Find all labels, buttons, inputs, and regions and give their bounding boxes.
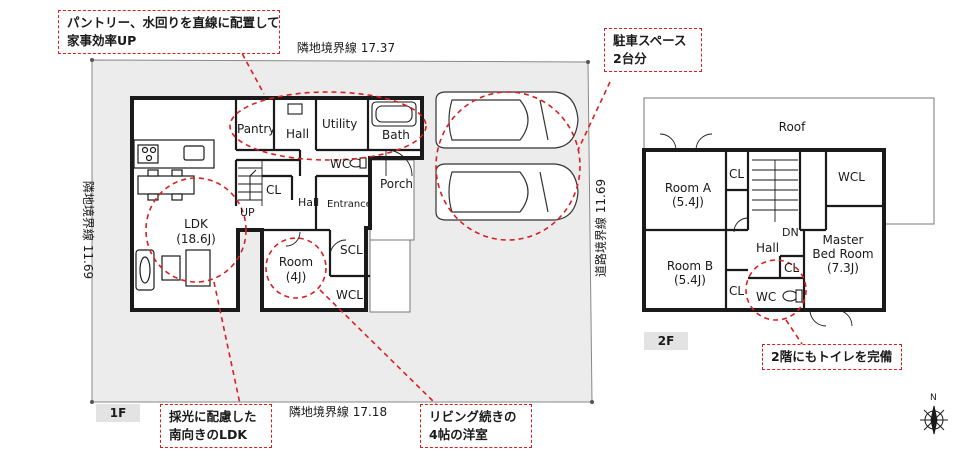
annotation-parking-line1: 駐車スペース bbox=[613, 33, 687, 48]
room-room-size: (4J) bbox=[286, 270, 307, 284]
room-wc-2f: WC bbox=[756, 290, 776, 304]
car-top bbox=[435, 91, 579, 149]
room-cl-hall: CL bbox=[784, 261, 799, 275]
room-hall-2f: Hall bbox=[756, 241, 779, 255]
room-cl-b: CL bbox=[729, 284, 744, 298]
room-room: Room bbox=[279, 255, 313, 269]
stairs-1f bbox=[238, 160, 263, 206]
boundary-bottom-label: 隣地境界線 17.18 bbox=[289, 404, 387, 419]
room-entrance: Entrance bbox=[327, 199, 372, 210]
car-bottom bbox=[435, 163, 579, 221]
boundary-top-label: 隣地境界線 17.37 bbox=[297, 40, 395, 55]
annotation-parking-line2: 2台分 bbox=[613, 51, 647, 66]
annotation-room-line2: 4帖の洋室 bbox=[429, 427, 488, 442]
annotation-toilet-line: 2階にもトイレを完備 bbox=[771, 349, 893, 364]
floor-tag-1f: 1F bbox=[96, 404, 140, 422]
annotation-toilet: 2階にもトイレを完備 bbox=[762, 344, 902, 370]
walls-1f bbox=[234, 98, 422, 278]
room-porch: Porch bbox=[380, 177, 413, 191]
highlight-kitchen bbox=[229, 91, 427, 161]
room-hall-mid: Hall bbox=[298, 196, 319, 209]
room-ldk-size: (18.6J) bbox=[176, 232, 216, 246]
annotation-ldk: 採光に配慮した 南向きのLDK bbox=[160, 404, 272, 448]
annotation-parking: 駐車スペース 2台分 bbox=[604, 28, 702, 72]
room-b: Room B bbox=[667, 259, 713, 273]
highlight-toilet bbox=[745, 259, 807, 321]
roof-label: Roof bbox=[779, 120, 806, 134]
annotation-room: リビング続きの 4帖の洋室 bbox=[420, 404, 532, 448]
stair-dn-label: DN bbox=[782, 226, 799, 239]
highlight-marks bbox=[145, 45, 807, 405]
kitchen-fixtures bbox=[133, 139, 215, 291]
boundary-right-label: 道路境界線 11.69 bbox=[593, 179, 608, 277]
annotation-kitchen-line1: パントリー、水回りを直線に配置して bbox=[67, 15, 280, 30]
room-master-size: (7.3J) bbox=[827, 261, 859, 275]
annotation-room-line1: リビング続きの bbox=[429, 409, 517, 424]
walls-2f bbox=[644, 150, 884, 310]
room-cl-1f: CL bbox=[266, 183, 281, 197]
room-ldk: LDK bbox=[184, 217, 209, 231]
doors-1f bbox=[285, 149, 413, 257]
room-bath: Bath bbox=[382, 128, 410, 142]
doors-2f bbox=[659, 133, 853, 327]
compass-north: N bbox=[930, 393, 937, 403]
room-utility: Utility bbox=[322, 117, 357, 131]
highlight-room bbox=[265, 237, 327, 299]
room-hall-top: Hall bbox=[286, 127, 309, 141]
room-wc-1f: WC bbox=[330, 157, 350, 171]
room-cl-a: CL bbox=[729, 167, 744, 181]
house-2f-outline bbox=[642, 148, 886, 312]
porch-outline bbox=[369, 239, 411, 313]
toilet-2f bbox=[782, 289, 803, 303]
compass-icon bbox=[920, 405, 948, 435]
room-scl: SCL bbox=[340, 243, 363, 257]
room-wcl-1f: WCL bbox=[336, 288, 363, 302]
room-b-size: (5.4J) bbox=[674, 273, 706, 287]
stair-up-label: UP bbox=[240, 206, 255, 219]
highlight-parking bbox=[435, 91, 581, 241]
boundary-left-label: 隣地境界線 11.69 bbox=[81, 181, 96, 279]
annotation-kitchen: パントリー、水回りを直線に配置して 家事効率UP bbox=[58, 10, 280, 54]
room-pantry: Pantry bbox=[237, 122, 275, 136]
room-a-size: (5.4J) bbox=[672, 195, 704, 209]
room-master: Master bbox=[823, 233, 864, 247]
floor-tag-2f: 2F bbox=[644, 332, 688, 350]
room-a: Room A bbox=[665, 181, 712, 195]
bath-fixtures bbox=[287, 101, 417, 169]
room-wcl-2f: WCL bbox=[838, 170, 865, 184]
annotation-ldk-line1: 採光に配慮した bbox=[169, 409, 257, 424]
highlight-ldk bbox=[145, 177, 247, 283]
annotation-kitchen-line2: 家事効率UP bbox=[67, 33, 137, 48]
annotation-ldk-line2: 南向きのLDK bbox=[169, 427, 248, 442]
stairs-2f bbox=[752, 159, 798, 222]
room-master-2: Bed Room bbox=[812, 247, 873, 261]
